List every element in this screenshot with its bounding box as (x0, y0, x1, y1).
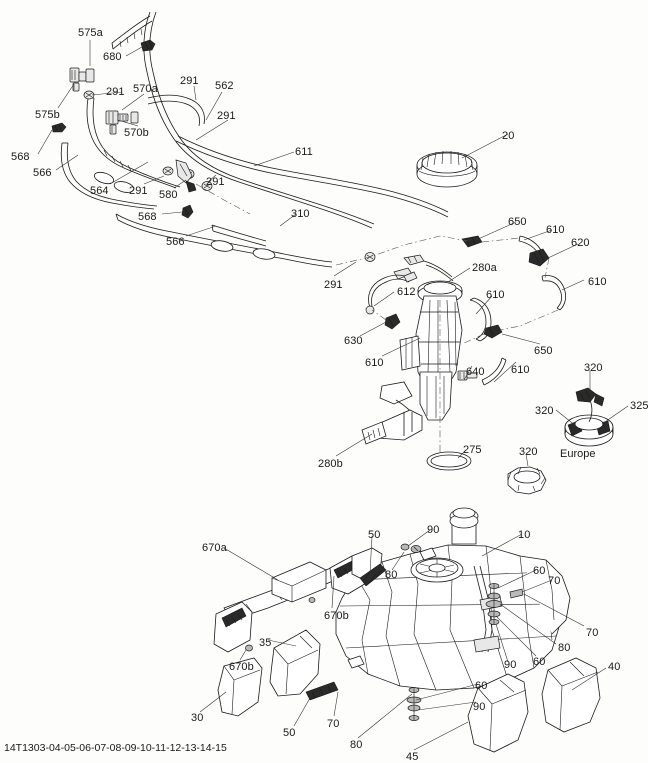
callout-90: 90 (427, 524, 440, 536)
callout-320: 320 (584, 362, 603, 374)
callout-575b: 575b (35, 109, 60, 121)
tank-guards (217, 629, 601, 753)
callout-562: 562 (215, 80, 234, 92)
callout-320: 320 (519, 446, 538, 458)
clip-680 (140, 39, 156, 52)
callout-70: 70 (327, 718, 340, 730)
callout-90: 90 (473, 701, 486, 713)
hardware-stack-right-upper (485, 583, 524, 625)
foam-strips (305, 563, 387, 701)
callout-610: 610 (546, 224, 565, 236)
figure-caption: 14T1303-04-05-06-07-08-09-10-11-12-13-14… (4, 742, 227, 754)
callout-568: 568 (138, 211, 157, 223)
callout-20: 20 (502, 130, 515, 142)
hardware-stack-right-lower (406, 687, 422, 721)
callout-570a: 570a (133, 83, 158, 95)
callout-620: 620 (571, 237, 590, 249)
callout-570b: 570b (124, 127, 149, 139)
fuel-tank-group (335, 507, 571, 721)
callout-291: 291 (206, 176, 225, 188)
callout-60: 60 (475, 680, 488, 692)
fuel-cap-europe (564, 387, 614, 447)
connector-630 (384, 313, 401, 330)
callout-630: 630 (344, 335, 363, 347)
console-assembly-670 (213, 547, 383, 653)
callout-310: 310 (291, 208, 310, 220)
callout-50: 50 (368, 529, 381, 541)
callout-291: 291 (324, 279, 343, 291)
callout-610: 610 (588, 276, 607, 288)
callout-80: 80 (350, 739, 363, 751)
callout-610: 610 (511, 364, 530, 376)
callout-80: 80 (385, 569, 398, 581)
callout-80: 80 (558, 642, 571, 654)
fuel-filter-280b (361, 409, 423, 445)
callout-320: 320 (535, 405, 554, 417)
callout-611: 611 (295, 146, 313, 158)
callout-610: 610 (365, 357, 384, 369)
fitting-640 (457, 370, 478, 381)
fuel-cap-320 (507, 466, 547, 495)
connector-620 (528, 248, 550, 267)
callout-275: 275 (463, 444, 482, 456)
callout-35: 35 (259, 637, 272, 649)
callout-670a: 670a (202, 542, 227, 554)
callout-70: 70 (548, 575, 561, 587)
callout-280a: 280a (472, 262, 497, 274)
callout-325: 325 (630, 400, 648, 412)
callout-60: 60 (533, 565, 546, 577)
callout-670b: 670b (324, 610, 349, 622)
fuel-pump-module (195, 183, 567, 470)
region-label-europe: Europe (560, 448, 596, 460)
hose-assembly-group (51, 11, 449, 268)
callout-291: 291 (129, 185, 148, 197)
retaining-ring-20 (416, 150, 478, 188)
callout-280b: 280b (318, 458, 343, 470)
callout-580: 580 (159, 189, 178, 201)
callout-291: 291 (217, 110, 236, 122)
clip-650-group (461, 235, 503, 339)
callout-291: 291 (106, 86, 125, 98)
callout-40: 40 (608, 661, 621, 673)
fitting-575 (69, 67, 95, 92)
callout-610: 610 (486, 289, 505, 301)
callout-640: 640 (466, 366, 485, 378)
connector-580 (175, 159, 197, 193)
callout-90: 90 (504, 659, 517, 671)
leader-lines (37, 40, 629, 751)
callout-670b: 670b (229, 661, 254, 673)
callout-566: 566 (166, 236, 185, 248)
hose-610-group (469, 235, 567, 386)
clip-568-group (51, 122, 194, 219)
callout-680: 680 (103, 51, 122, 63)
callout-575a: 575a (78, 27, 103, 39)
callout-45: 45 (406, 751, 419, 763)
callout-30: 30 (191, 712, 204, 724)
hardware-left-upper (400, 543, 422, 553)
fitting-570 (105, 110, 139, 135)
callout-50: 50 (283, 727, 296, 739)
callout-10: 10 (518, 529, 531, 541)
callout-564: 564 (90, 185, 109, 197)
callout-291: 291 (180, 75, 199, 87)
callout-568: 568 (11, 151, 30, 163)
callout-650: 650 (508, 216, 527, 228)
callout-60: 60 (533, 656, 546, 668)
callout-650: 650 (534, 345, 553, 357)
callout-566: 566 (33, 167, 52, 179)
callout-612: 612 (397, 286, 416, 298)
callout-70: 70 (586, 627, 599, 639)
